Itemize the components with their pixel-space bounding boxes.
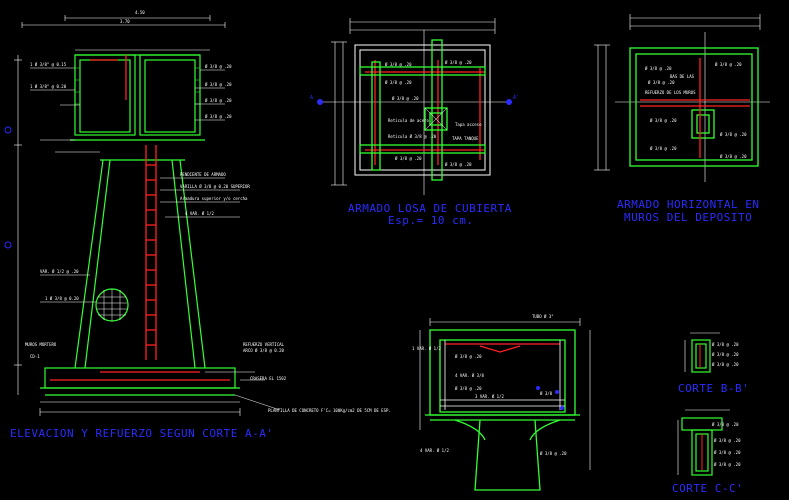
svg-text:Ø 3/8 @ .20: Ø 3/8 @ .20 <box>455 386 482 391</box>
svg-text:VARILLA Ø 3/8 @ 0.20 SUPERIOR: VARILLA Ø 3/8 @ 0.20 SUPERIOR <box>180 184 250 189</box>
section-c-title: CORTE C-C' <box>672 482 743 495</box>
svg-text:Ø 3/8 @ .20: Ø 3/8 @ .20 <box>445 60 472 65</box>
svg-text:4 VAR. Ø 3/8: 4 VAR. Ø 3/8 <box>455 373 484 378</box>
svg-text:1 VAR. Ø 1/2: 1 VAR. Ø 1/2 <box>412 346 441 351</box>
walls-title-line1: ARMADO HORIZONTAL EN <box>617 198 759 211</box>
svg-text:Ø 3/8 @ .20: Ø 3/8 @ .20 <box>392 96 419 101</box>
svg-text:3 VAR. Ø 1/2: 3 VAR. Ø 1/2 <box>475 394 504 399</box>
section-label-a: A <box>310 95 313 101</box>
svg-text:4.50: 4.50 <box>135 10 145 15</box>
svg-text:REFUERZO VERTICAL: REFUERZO VERTICAL <box>243 342 285 347</box>
svg-text:Ø 3/8 @ .20: Ø 3/8 @ .20 <box>205 82 232 87</box>
svg-text:PENDIENTE DE ARMADO: PENDIENTE DE ARMADO <box>180 172 226 177</box>
svg-text:Tapa acceso: Tapa acceso <box>455 122 482 127</box>
svg-text:3.70: 3.70 <box>120 19 130 24</box>
svg-text:Ø 3/8: Ø 3/8 <box>540 391 553 396</box>
svg-text:1 Ø 3/8" @ 0.20: 1 Ø 3/8" @ 0.20 <box>30 84 67 89</box>
svg-text:PLANTILLA DE CONCRETO F'C= 100: PLANTILLA DE CONCRETO F'C= 100Kg/cm2 DE … <box>268 408 391 413</box>
section-marker-a-prime: A' <box>506 95 519 105</box>
svg-text:Ø 3/8 @ .20: Ø 3/8 @ .20 <box>720 132 747 137</box>
slab-plan-view: Ø 3/8 @ .20 Ø 3/8 @ .20 Ø 3/8 @ .20 Ø 3/… <box>310 18 519 195</box>
svg-text:Ø 3/8 @ .20: Ø 3/8 @ .20 <box>714 438 741 443</box>
svg-text:Ø 3/8 @ .20: Ø 3/8 @ .20 <box>455 354 482 359</box>
svg-text:VAR. Ø 1/2 @ .20: VAR. Ø 1/2 @ .20 <box>40 269 79 274</box>
svg-text:Ø 3/8 @ .20: Ø 3/8 @ .20 <box>712 422 739 427</box>
svg-text:Ø 3/8 @ .20: Ø 3/8 @ .20 <box>385 62 412 67</box>
walls-title-line2: MUROS DEL DEPOSITO <box>624 211 752 224</box>
svg-text:1 Ø 3/8" @ 0.15: 1 Ø 3/8" @ 0.15 <box>30 62 67 67</box>
svg-text:Armadura superior y/o cercha: Armadura superior y/o cercha <box>180 196 248 201</box>
svg-text:Ø 3/8 @ .20: Ø 3/8 @ .20 <box>445 162 472 167</box>
svg-text:Ø 3/8 @ .20: Ø 3/8 @ .20 <box>714 462 741 467</box>
svg-text:TUBO Ø 3": TUBO Ø 3" <box>532 314 554 319</box>
svg-text:4 VAR. Ø 1/2: 4 VAR. Ø 1/2 <box>420 448 449 453</box>
svg-text:Ø 3/8 @ .20: Ø 3/8 @ .20 <box>712 352 739 357</box>
svg-text:BAS DE LAS: BAS DE LAS <box>670 74 695 79</box>
svg-text:REFUERZO DE LOS MUROS: REFUERZO DE LOS MUROS <box>645 90 696 95</box>
svg-text:TAPA TANQUE: TAPA TANQUE <box>452 136 479 141</box>
svg-text:Ø 3/8 @ .20: Ø 3/8 @ .20 <box>648 80 675 85</box>
svg-text:Ø 3/8 @ .20: Ø 3/8 @ .20 <box>645 66 672 71</box>
svg-text:CD-1: CD-1 <box>30 354 40 359</box>
section-label-a-prime: A' <box>513 95 519 101</box>
svg-text:CRASERA EL 1502: CRASERA EL 1502 <box>250 376 287 381</box>
pipe-section-detail <box>95 288 129 322</box>
svg-text:Ø 3/8 @ .20: Ø 3/8 @ .20 <box>205 64 232 69</box>
svg-text:Ø 3/8 @ .20: Ø 3/8 @ .20 <box>720 154 747 159</box>
svg-text:Ø 3/8 @ .20: Ø 3/8 @ .20 <box>715 62 742 67</box>
svg-text:Ø 3/8 @ .20: Ø 3/8 @ .20 <box>650 118 677 123</box>
svg-text:Ø 3/8 @ .20: Ø 3/8 @ .20 <box>385 80 412 85</box>
svg-text:MUROS MORTERO: MUROS MORTERO <box>25 342 57 347</box>
section-b-title: CORTE B-B' <box>678 382 749 395</box>
svg-text:Ø 3/8 @ .20: Ø 3/8 @ .20 <box>650 146 677 151</box>
slab-title-line1: ARMADO LOSA DE CUBIERTA <box>348 202 512 215</box>
tank-section-view: TUBO Ø 3" 1 VAR. Ø 1/2 Ø 3/8 @ .20 4 VAR… <box>412 314 591 491</box>
svg-text:Ø 3/8 @ .20: Ø 3/8 @ .20 <box>205 114 232 119</box>
elevation-title: ELEVACION Y REFUERZO SEGUN CORTE A-A' <box>10 427 274 440</box>
section-b-detail: Ø 3/8 @ .20 Ø 3/8 @ .20 Ø 3/8 @ .20 <box>684 332 739 373</box>
slab-title-line2: Esp.= 10 cm. <box>388 214 473 227</box>
svg-text:1 Ø 3/8 @ 0.20: 1 Ø 3/8 @ 0.20 <box>45 296 79 301</box>
svg-text:4 VAR. Ø 1/2: 4 VAR. Ø 1/2 <box>185 211 214 216</box>
section-marker-a: A <box>310 95 323 105</box>
svg-text:Ø 3/8 @ .20: Ø 3/8 @ .20 <box>540 451 567 456</box>
svg-text:Reticula de acero: Reticula de acero <box>388 118 430 123</box>
svg-text:Ø 3/8 @ .20: Ø 3/8 @ .20 <box>714 450 741 455</box>
svg-text:Ø 3/8 @ .20: Ø 3/8 @ .20 <box>712 342 739 347</box>
svg-text:Reticula Ø 3/8 @ .20: Reticula Ø 3/8 @ .20 <box>388 134 437 139</box>
svg-text:Ø 3/8 @ .20: Ø 3/8 @ .20 <box>712 362 739 367</box>
section-c-detail: Ø 3/8 @ .20 Ø 3/8 @ .20 Ø 3/8 @ .20 Ø 3/… <box>677 409 741 476</box>
svg-text:Ø 3/8 @ .20: Ø 3/8 @ .20 <box>395 156 422 161</box>
elevation-view: 4.50 3.70 <box>4 10 391 416</box>
walls-plan-view: Ø 3/8 @ .20 Ø 3/8 @ .20 Ø 3/8 @ .20 BAS … <box>594 14 770 182</box>
svg-text:Ø 3/8 @ .20: Ø 3/8 @ .20 <box>205 98 232 103</box>
svg-text:ARCO Ø 3/8 @ 0.20: ARCO Ø 3/8 @ 0.20 <box>243 348 285 353</box>
